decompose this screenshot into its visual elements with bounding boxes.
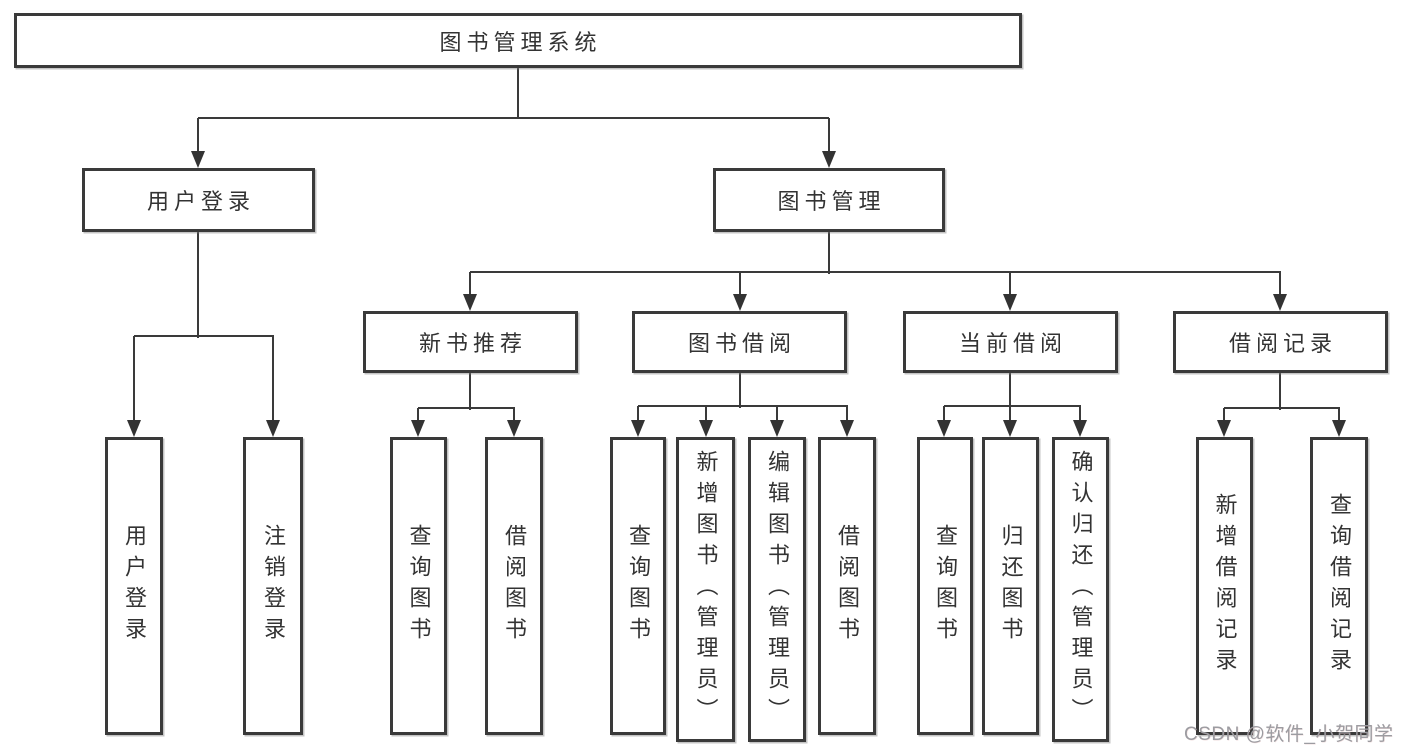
- node-label: 新增借阅记录: [1212, 493, 1238, 679]
- arrowhead-down-icon: [840, 420, 854, 437]
- node-label: 新增图书（管理员）: [693, 450, 719, 729]
- arrowhead-down-icon: [411, 420, 425, 437]
- arrowhead-down-icon: [770, 420, 784, 437]
- connector-line: [272, 336, 274, 422]
- arrowhead-down-icon: [1003, 420, 1017, 437]
- arrowhead-down-icon: [266, 420, 280, 437]
- node-leaf-borrow-book-1: 借阅图书: [485, 437, 543, 735]
- node-book-management: 图书管理: [713, 168, 945, 232]
- arrowhead-down-icon: [733, 294, 747, 311]
- connector-line: [1079, 406, 1081, 423]
- node-label: 当前借阅: [958, 331, 1067, 356]
- node-current-borrow: 当前借阅: [903, 311, 1118, 373]
- connector-line: [517, 68, 519, 119]
- connector-line: [1279, 272, 1281, 296]
- connector-line: [198, 117, 829, 119]
- arrowhead-down-icon: [1273, 294, 1287, 311]
- connector-line: [637, 406, 639, 423]
- connector-line: [513, 408, 515, 423]
- node-label: 图书借阅: [687, 331, 796, 356]
- connector-line: [1009, 373, 1011, 408]
- connector-line: [776, 406, 778, 423]
- node-label: 编辑图书（管理员）: [765, 450, 790, 729]
- node-leaf-query-book-2: 查询图书: [610, 437, 666, 735]
- connector-line: [846, 406, 848, 423]
- arrowhead-down-icon: [822, 151, 836, 168]
- connector-line: [197, 232, 199, 338]
- node-label: 查询图书: [933, 524, 958, 648]
- connector-line: [828, 118, 830, 154]
- node-label: 借阅图书: [835, 524, 860, 648]
- connector-line: [1338, 408, 1340, 423]
- connector-line: [469, 373, 471, 410]
- node-user-login: 用户登录: [82, 168, 315, 232]
- node-label: 归还图书: [998, 524, 1024, 648]
- csdn-watermark: CSDN @软件_小贺同学: [1184, 724, 1394, 745]
- node-label: 图书管理: [777, 189, 886, 214]
- connector-line: [1009, 406, 1011, 423]
- node-label: 注销登录: [261, 524, 286, 648]
- node-leaf-return-book: 归还图书: [982, 437, 1039, 735]
- connector-line: [470, 271, 1281, 273]
- connector-line: [943, 406, 945, 423]
- connector-line: [469, 272, 471, 296]
- node-label: 确认归还（管理员）: [1068, 450, 1094, 729]
- arrowhead-down-icon: [507, 420, 521, 437]
- node-label: 图书管理系统: [439, 29, 602, 55]
- node-label: 用户登录: [122, 524, 147, 648]
- node-label: 查询图书: [626, 524, 651, 648]
- node-leaf-query-book-3: 查询图书: [917, 437, 973, 735]
- node-leaf-borrow-book-2: 借阅图书: [818, 437, 876, 735]
- node-label: 借阅记录: [1228, 331, 1337, 356]
- node-label: 查询图书: [406, 524, 432, 648]
- arrowhead-down-icon: [699, 420, 713, 437]
- arrowhead-down-icon: [937, 420, 951, 437]
- node-leaf-add-book: 新增图书（管理员）: [676, 437, 735, 742]
- node-label: 借阅图书: [502, 524, 527, 648]
- arrowhead-down-icon: [191, 151, 205, 168]
- arrowhead-down-icon: [1332, 420, 1346, 437]
- connector-line: [828, 232, 830, 274]
- arrowhead-down-icon: [631, 420, 645, 437]
- node-root: 图书管理系统: [14, 13, 1022, 68]
- connector-line: [417, 408, 419, 423]
- connector-line: [1223, 408, 1225, 423]
- connector-line: [1279, 373, 1281, 410]
- node-leaf-add-borrow-record: 新增借阅记录: [1196, 437, 1253, 735]
- connector-line: [134, 335, 274, 337]
- connector-line: [739, 272, 741, 296]
- connector-line: [418, 407, 515, 409]
- arrowhead-down-icon: [463, 294, 477, 311]
- arrowhead-down-icon: [1217, 420, 1231, 437]
- connector-line: [1009, 272, 1011, 296]
- node-book-borrow: 图书借阅: [632, 311, 847, 373]
- node-label: 新书推荐: [418, 331, 527, 356]
- node-leaf-query-book-1: 查询图书: [390, 437, 447, 735]
- connector-line: [133, 336, 135, 422]
- connector-line: [197, 118, 199, 154]
- node-leaf-query-borrow-record: 查询借阅记录: [1310, 437, 1368, 735]
- connector-line: [944, 405, 1081, 407]
- connector-line: [739, 373, 741, 408]
- connector-line: [705, 406, 707, 423]
- node-leaf-logout: 注销登录: [243, 437, 303, 735]
- node-leaf-user-login: 用户登录: [105, 437, 163, 735]
- connector-line: [638, 405, 848, 407]
- arrowhead-down-icon: [127, 420, 141, 437]
- node-new-book-recommend: 新书推荐: [363, 311, 578, 373]
- node-leaf-confirm-return: 确认归还（管理员）: [1052, 437, 1109, 742]
- node-label: 查询借阅记录: [1327, 493, 1352, 679]
- arrowhead-down-icon: [1073, 420, 1087, 437]
- node-label: 用户登录: [146, 189, 255, 214]
- node-leaf-edit-book: 编辑图书（管理员）: [748, 437, 806, 742]
- arrowhead-down-icon: [1003, 294, 1017, 311]
- connector-line: [1224, 407, 1340, 409]
- node-borrow-record: 借阅记录: [1173, 311, 1388, 373]
